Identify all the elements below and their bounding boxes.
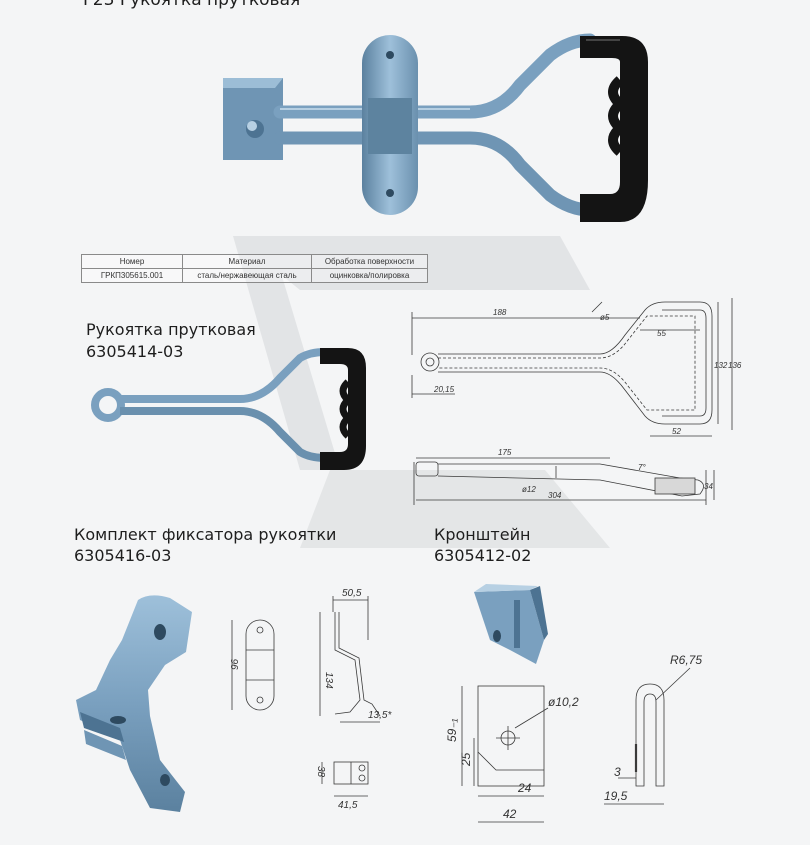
- spec-table: Номер Материал Обработка поверхности ГРК…: [81, 254, 428, 283]
- spec-data-row: ГРКП305615.001 сталь/нержавеющая сталь о…: [81, 268, 428, 283]
- dim-d10-2: ø10,2: [548, 695, 579, 709]
- dim-24: 24: [517, 781, 532, 795]
- main-handle-render: [223, 33, 648, 222]
- dim-20-15: 20,15: [433, 385, 455, 394]
- dim-3: 3: [614, 765, 621, 779]
- dim-r6-75: R6,75: [670, 653, 702, 667]
- lock-kit-name: Комплект фиксатора рукоятки: [74, 525, 337, 544]
- dim-304: 304: [548, 491, 562, 500]
- dim-19-5: 19,5: [604, 789, 628, 803]
- bracket-front-drawing: [461, 685, 549, 823]
- spec-cell-number: ГРКП305615.001: [81, 268, 183, 283]
- dim-134: 134: [323, 672, 334, 689]
- dim-41-5: 41,5: [338, 800, 358, 811]
- dim-7deg: 7°: [638, 463, 646, 472]
- dim-136: 136: [728, 361, 742, 370]
- dim-42: 42: [503, 807, 517, 821]
- handle-side-dim-labels: 175 ø12 304 34 7°: [498, 448, 713, 500]
- rod-handle-name: Рукоятка прутковая: [86, 320, 256, 339]
- spec-header-material: Материал: [182, 254, 312, 269]
- lock-small-drawing: [321, 761, 369, 797]
- dim-188: 188: [493, 308, 507, 317]
- spec-header-finish: Обработка поверхности: [311, 254, 428, 269]
- dim-13-5: 13,5*: [368, 710, 392, 721]
- dim-96: 96: [230, 658, 241, 670]
- lock-plate-drawing: [231, 619, 275, 711]
- dim-38: 38: [315, 766, 326, 778]
- lock-kit-code: 6305416-03: [74, 546, 172, 565]
- bracket-front-dim-labels: ø10,2 59₋₁ 25 24 42: [445, 695, 579, 821]
- dim-55: 55: [657, 329, 666, 338]
- dim-132: 132: [714, 361, 728, 370]
- bracket-side-dim-labels: R6,75 3 19,5: [604, 653, 702, 803]
- bracket-side-drawing: [604, 667, 691, 805]
- bracket-render: [474, 584, 548, 664]
- dim-50-5: 50,5: [342, 588, 362, 599]
- spec-header-number: Номер: [81, 254, 183, 269]
- dim-175: 175: [498, 448, 512, 457]
- rod-handle-render: [91, 348, 366, 470]
- dim-34: 34: [704, 482, 713, 491]
- page-title: F23 Рукоятка прутковая: [83, 0, 301, 10]
- dim-25: 25: [459, 752, 473, 767]
- bracket-name: Кронштейн: [434, 525, 531, 544]
- handle-top-drawing: [411, 298, 733, 437]
- dim-59: 59₋₁: [445, 718, 459, 742]
- handle-side-drawing: [413, 457, 715, 505]
- lock-kit-render: [76, 595, 192, 812]
- bracket-code: 6305412-02: [434, 546, 532, 565]
- dim-52: 52: [672, 427, 681, 436]
- handle-top-dim-labels: 188 55 ø5 20,15 132 136 52: [433, 308, 742, 436]
- spec-cell-material: сталь/нержавеющая сталь: [182, 268, 312, 283]
- lock-profile-dim-labels: 50,5 134 13,5*: [323, 588, 392, 721]
- dim-d12: ø12: [522, 485, 536, 494]
- dim-d5: ø5: [600, 313, 610, 322]
- lock-profile-drawing: [319, 596, 381, 723]
- spec-header-row: Номер Материал Обработка поверхности: [81, 254, 428, 269]
- spec-cell-finish: оцинковка/полировка: [311, 268, 428, 283]
- rod-handle-code: 6305414-03: [86, 342, 184, 361]
